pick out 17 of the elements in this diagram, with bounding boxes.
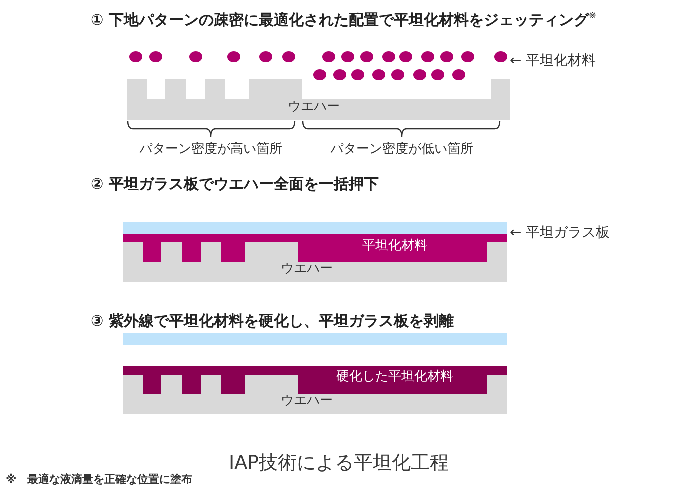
layer-label: 平坦化材料 xyxy=(362,240,428,252)
wafer-label: ウエハー xyxy=(281,262,333,276)
pointer-label: ← 平坦化材料 xyxy=(510,53,596,70)
wafer-label: ウエハー xyxy=(281,394,333,408)
layer-label: 硬化した平坦化材料 xyxy=(336,370,454,384)
step-heading: ① 下地パターンの疎密に最適化された配置で平坦化材料をジェッティング$^{※}$ xyxy=(91,11,596,29)
planarizing-layer xyxy=(123,234,507,262)
pointer-label: ← 平坦ガラス板 xyxy=(510,225,610,242)
region-label: パターン密度が低い箇所 xyxy=(330,142,474,158)
region-label: パターン密度が高い箇所 xyxy=(140,142,282,158)
step-heading: ③ 紫外線で平坦化材料を硬化し、平坦ガラス板を剥離 xyxy=(91,312,454,330)
wafer-cross-section xyxy=(127,79,510,120)
figure-caption: IAP技術による平坦化工程 xyxy=(228,452,450,474)
planarizing-layer xyxy=(123,366,507,394)
footnote: ※ 最適な液滴量を正確な位置に塗布 xyxy=(6,473,193,487)
wafer-label: ウエハー xyxy=(288,100,340,114)
step-heading: ② 平坦ガラス板でウエハー全面を一括押下 xyxy=(91,175,379,193)
